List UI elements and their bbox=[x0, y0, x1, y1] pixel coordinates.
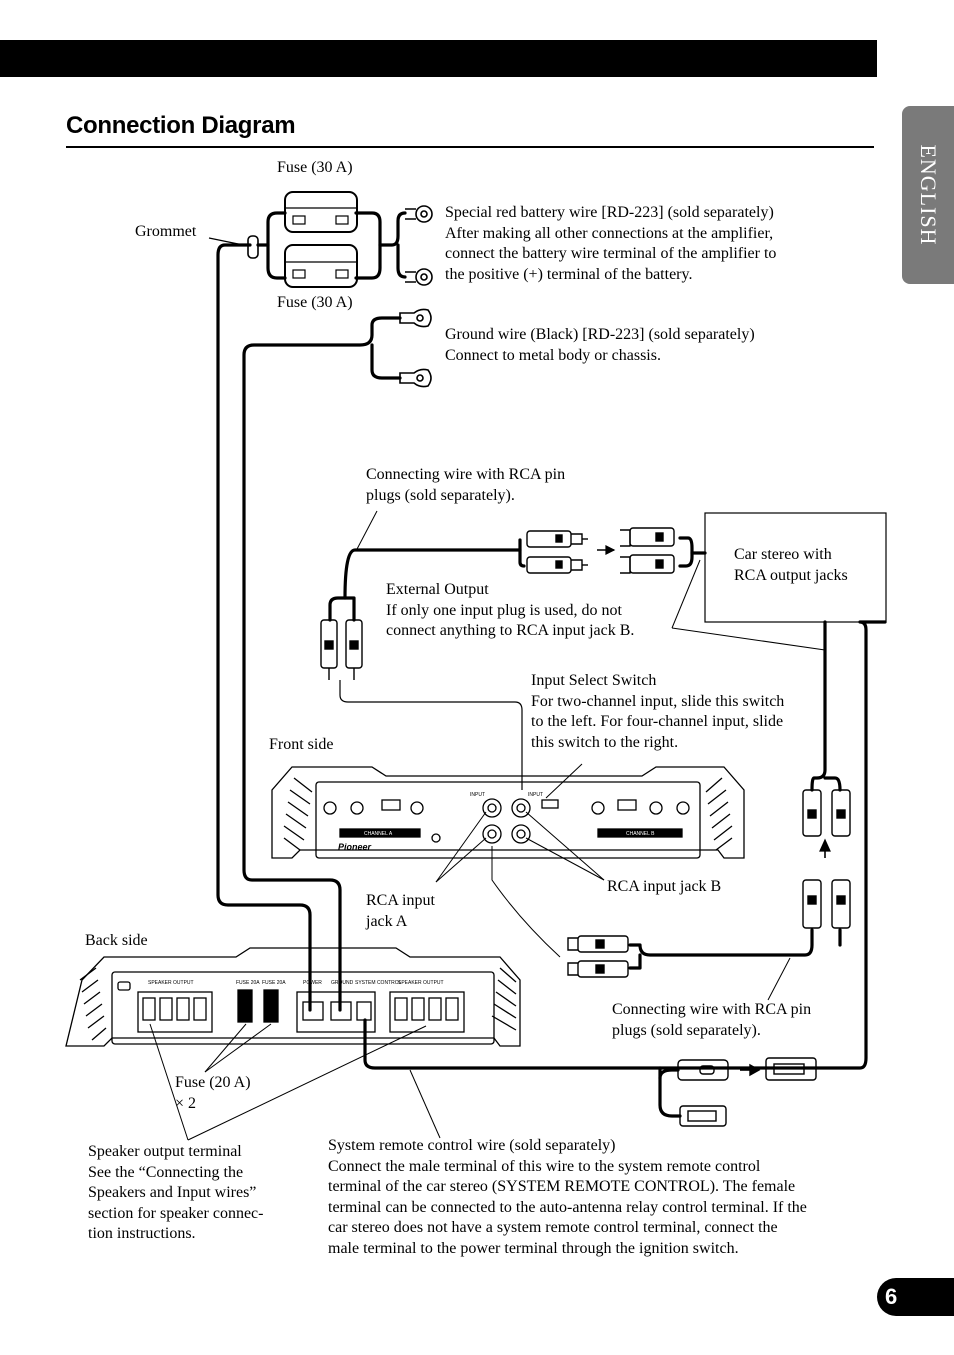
input-select-label: Input Select Switch For two-channel inpu… bbox=[531, 671, 784, 753]
rca-plugs-top-left bbox=[526, 530, 588, 574]
remote-wire-line-4: terminal can be connected to the auto-an… bbox=[328, 1198, 807, 1216]
header-bar bbox=[0, 40, 877, 77]
rca-jack-a-line-2: jack A bbox=[366, 912, 408, 930]
fuse-top-label: Fuse (30 A) bbox=[277, 159, 353, 176]
rca-cable-top bbox=[328, 548, 522, 622]
fuse-bottom-label: Fuse (30 A) bbox=[277, 294, 353, 311]
page-number-text: 6 bbox=[885, 1284, 898, 1309]
external-output-line-3: connect anything to RCA input jack B. bbox=[386, 622, 635, 639]
battery-wire-line-1: Special red battery wire [RD-223] (sold … bbox=[445, 204, 774, 221]
speaker-output-line-2: See the “Connecting the bbox=[88, 1163, 244, 1181]
remote-wire-line-2: Connect the male terminal of this wire t… bbox=[328, 1157, 761, 1175]
fuse-label-2: FUSE 20A bbox=[262, 980, 286, 986]
title-divider bbox=[66, 146, 874, 148]
input-select-line-4: this switch to the right. bbox=[531, 733, 679, 751]
front-side-label: Front side bbox=[269, 736, 334, 753]
rca-jack-a-line-1: RCA input bbox=[366, 892, 435, 909]
page-number: 6 bbox=[877, 1278, 954, 1316]
external-output-label: External Output If only one input plug i… bbox=[386, 580, 634, 642]
channel-b-label: CHANNEL B bbox=[626, 831, 655, 837]
rca-wire-top-label: Connecting wire with RCA pin plugs (sold… bbox=[366, 465, 565, 506]
battery-wire bbox=[216, 243, 312, 1012]
ground-wire-line-2: Connect to metal body or chassis. bbox=[445, 346, 661, 364]
car-stereo-line-1: Car stereo with bbox=[734, 546, 832, 563]
input-select-line-2: For two-channel input, slide this switch bbox=[531, 692, 785, 710]
remote-wire-label: System remote control wire (sold separat… bbox=[328, 1136, 807, 1259]
amplifier-back bbox=[65, 947, 521, 1047]
speaker-output-line-1: Speaker output terminal bbox=[88, 1143, 242, 1160]
remote-wire-line-3: terminal of the car stereo (SYSTEM REMOT… bbox=[328, 1178, 796, 1195]
ground-label: GROUND bbox=[331, 980, 354, 986]
remote-wire-line-5: car stereo does not have a system remote… bbox=[328, 1219, 778, 1236]
leader-lines bbox=[149, 510, 826, 1141]
rca-plugs-bottom bbox=[567, 935, 629, 978]
grommet bbox=[208, 235, 259, 259]
speaker-output-left-label: SPEAKER OUTPUT bbox=[148, 980, 194, 986]
fuse-label-1: FUSE 20A bbox=[236, 980, 260, 986]
amplifier-front bbox=[271, 766, 745, 859]
rca-wire-bottom-line-2: plugs (sold separately). bbox=[612, 1021, 761, 1039]
power-label: POWER bbox=[303, 980, 322, 986]
channel-a-label: CHANNEL A bbox=[364, 831, 393, 837]
rca-cable-vertical bbox=[810, 620, 827, 792]
battery-terminals bbox=[405, 205, 433, 286]
input-select-line-3: to the left. For four-channel input, sli… bbox=[531, 713, 784, 730]
fuse-20-line-1: Fuse (20 A) bbox=[175, 1074, 251, 1091]
rca-jack-b-label: RCA input jack B bbox=[607, 878, 722, 895]
brand-logo: Pioneer bbox=[338, 842, 372, 852]
arrow-up bbox=[819, 838, 831, 852]
fuse-20-label: Fuse (20 A) × 2 bbox=[175, 1073, 251, 1114]
input-a-label: INPUT bbox=[470, 792, 485, 798]
fuse-20-line-2: × 2 bbox=[175, 1094, 197, 1112]
speaker-output-line-5: tion instructions. bbox=[88, 1225, 196, 1242]
battery-wire-line-3: connect the battery wire terminal of the… bbox=[445, 245, 777, 262]
remote-wire bbox=[363, 620, 887, 1070]
car-stereo-box bbox=[704, 512, 887, 623]
input-select-line-1: Input Select Switch bbox=[531, 672, 657, 689]
ground-terminals bbox=[399, 308, 432, 388]
rca-wire-bottom-line-1: Connecting wire with RCA pin bbox=[612, 1001, 812, 1018]
speaker-output-line-4: section for speaker connec- bbox=[88, 1204, 264, 1222]
ground-wire-line-1: Ground wire (Black) [RD-223] (sold separ… bbox=[445, 326, 755, 343]
rca-wire-top-line-1: Connecting wire with RCA pin bbox=[366, 466, 566, 483]
remote-wire-line-1: System remote control wire (sold separat… bbox=[328, 1137, 616, 1154]
grommet-label: Grommet bbox=[135, 223, 197, 240]
speaker-output-right-label: SPEAKER OUTPUT bbox=[398, 980, 444, 986]
external-output-line-1: External Output bbox=[386, 581, 489, 598]
battery-wire-line-2: After making all other connections at th… bbox=[445, 224, 774, 242]
remote-wire-line-6: male terminal to the power terminal thro… bbox=[328, 1239, 739, 1257]
language-tab[interactable]: ENGLISH bbox=[902, 106, 954, 284]
system-control-label: SYSTEM CONTROL bbox=[355, 980, 402, 986]
rca-wire-top-line-2: plugs (sold separately). bbox=[366, 486, 515, 504]
remote-connectors bbox=[677, 1057, 817, 1127]
rca-cable-bottom bbox=[628, 928, 814, 957]
rca-plugs-vertical-right bbox=[802, 789, 851, 929]
battery-wire-line-4: the positive (+) terminal of the battery… bbox=[445, 265, 693, 283]
fuse-top bbox=[284, 191, 358, 233]
rca-plugs-vertical-left bbox=[320, 619, 363, 680]
rca-plugs-top-right bbox=[620, 527, 675, 574]
ground-wire bbox=[242, 316, 402, 1012]
wires bbox=[216, 211, 887, 1118]
input-b-label: INPUT bbox=[528, 792, 543, 798]
fuse-bottom bbox=[284, 244, 358, 288]
back-side-label: Back side bbox=[85, 932, 148, 949]
page-title: Connection Diagram bbox=[66, 112, 296, 139]
rca-jack-a-label: RCA input jack A bbox=[366, 891, 435, 932]
battery-wire-label: Special red battery wire [RD-223] (sold … bbox=[445, 203, 776, 285]
external-output-line-2: If only one input plug is used, do not bbox=[386, 601, 622, 619]
speaker-output-line-3: Speakers and Input wires” bbox=[88, 1184, 257, 1201]
rca-wire-bottom-label: Connecting wire with RCA pin plugs (sold… bbox=[612, 1000, 811, 1041]
car-stereo-line-2: RCA output jacks bbox=[734, 566, 848, 584]
car-stereo-label: Car stereo with RCA output jacks bbox=[734, 545, 848, 586]
ground-wire-label: Ground wire (Black) [RD-223] (sold separ… bbox=[445, 325, 755, 366]
speaker-output-label: Speaker output terminal See the “Connect… bbox=[88, 1142, 263, 1245]
rca-lead-to-amp bbox=[339, 680, 523, 790]
